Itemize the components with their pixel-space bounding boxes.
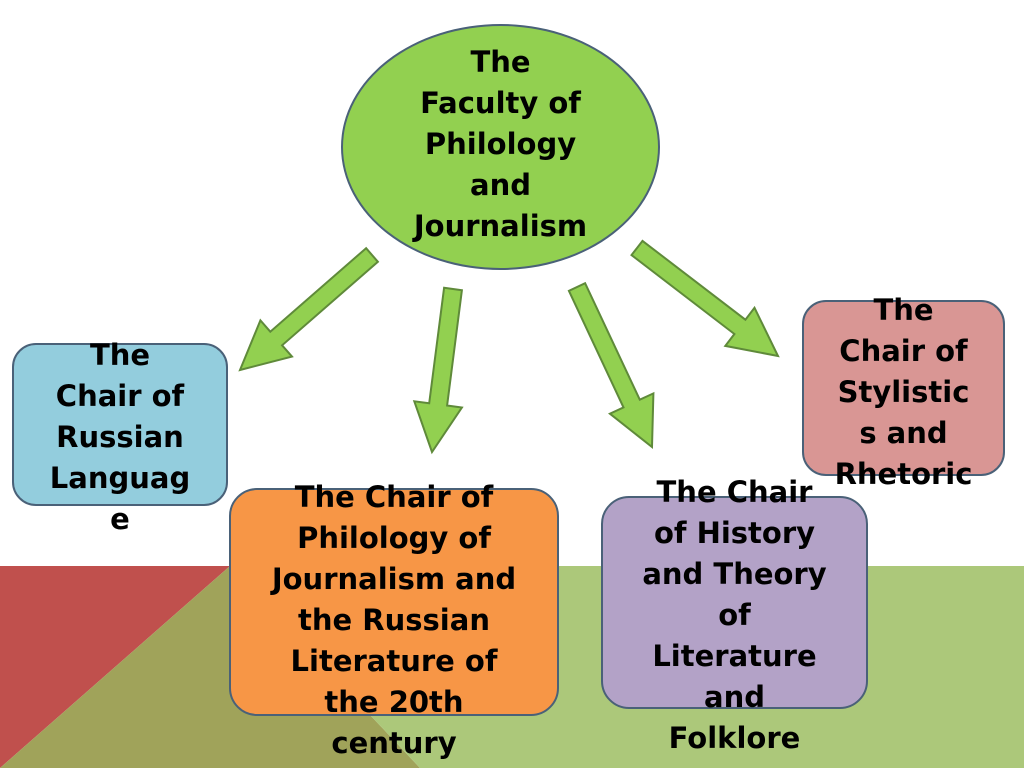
chair-history-theory-label: The Chair of History and Theory of Liter…	[642, 475, 827, 755]
chair-history-theory-node: The Chair of History and Theory of Liter…	[601, 475, 868, 755]
faculty-label: The Faculty of Philology and Journalism	[413, 44, 588, 243]
arrow-root-to-philology	[412, 286, 464, 455]
arrow-root-to-history	[567, 281, 655, 450]
chair-philology-journalism-node: The Chair of Philology of Journalism and…	[229, 480, 559, 760]
chair-stylistics-label: The Chair of Stylistic s and Rhetoric	[834, 292, 973, 491]
bg-olive-band	[0, 566, 420, 768]
chair-russian-language-node: The Chair of Russian Languag e	[12, 338, 228, 536]
arrow-root-to-stylistics	[630, 239, 780, 358]
arrow-root-to-russian	[238, 246, 380, 372]
chair-philology-journalism-label: The Chair of Philology of Journalism and…	[271, 479, 517, 760]
chair-stylistics-node: The Chair of Stylistic s and Rhetoric	[802, 293, 1005, 491]
chair-russian-language-label: The Chair of Russian Languag e	[49, 338, 191, 536]
faculty-node: The Faculty of Philology and Journalism	[341, 24, 660, 270]
